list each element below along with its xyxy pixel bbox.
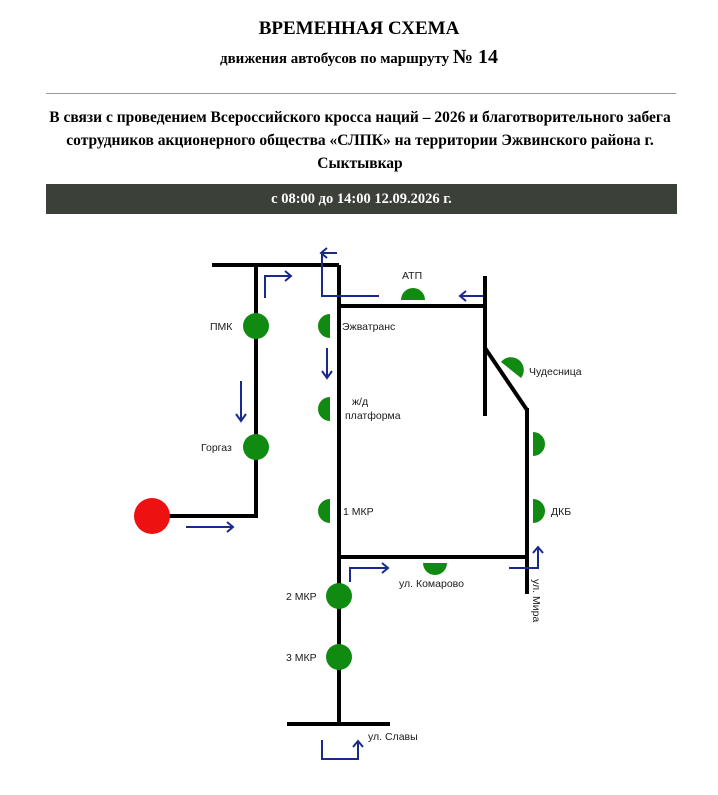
stop-3mkr <box>326 644 352 670</box>
label-dkb: ДКБ <box>551 506 571 518</box>
label-3mkr: 3 МКР <box>286 652 317 664</box>
notice-text: В связи с проведением Всероссийского кро… <box>49 109 671 172</box>
label-ezhvatrans: Эжватранс <box>342 321 395 333</box>
stop-zhd <box>318 397 330 421</box>
roads <box>168 263 529 726</box>
divider <box>46 93 676 94</box>
subtitle-text: движения автобусов по маршруту <box>219 51 453 67</box>
page-subtitle: движения автобусов по маршруту № 14 <box>0 46 718 69</box>
stop-1mkr <box>318 499 330 523</box>
label-1mkr: 1 МКР <box>343 506 374 518</box>
arrow-top-bend-head <box>319 247 328 259</box>
arrow-left-top <box>264 275 290 298</box>
stop-atp <box>401 288 425 300</box>
label-2mkr: 2 МКР <box>286 591 317 603</box>
time-bar: с 08:00 до 14:00 12.09.2026 г. <box>46 184 677 214</box>
arrow-left-down-head <box>235 413 247 423</box>
arrow-slavy-head <box>352 739 364 748</box>
stop-2mkr <box>326 583 352 609</box>
label-komarovo: ул. Комарово <box>399 578 464 590</box>
label-pmk: ПМК <box>210 321 233 333</box>
arrow-slavy <box>321 740 359 760</box>
arrow-terminal-right-head <box>226 521 235 533</box>
stop-chudesnitsa <box>501 357 524 378</box>
route-number: № 14 <box>452 46 498 68</box>
road-diagonal <box>483 346 529 412</box>
arrow-mira-head <box>532 545 544 554</box>
arrow-top-bend <box>321 252 379 297</box>
stop-dkb <box>533 499 545 523</box>
label-zhd-line2: платформа <box>345 410 401 422</box>
label-atp: АТП <box>402 270 422 282</box>
stop-pmk <box>243 313 269 339</box>
label-gorgaz: Горгаз <box>201 442 232 454</box>
arrow-center-down-head <box>321 370 333 380</box>
stop-komarovo <box>423 563 447 575</box>
stop-unnamed-right <box>533 432 545 456</box>
page-title: ВРЕМЕННАЯ СХЕМА <box>258 18 460 39</box>
stop-ezhvatrans <box>318 314 330 338</box>
arrow-left-top-head <box>284 270 293 282</box>
label-chudesnitsa: Чудесница <box>529 366 582 378</box>
arrow-mira <box>509 548 539 569</box>
arrow-atp-left-head <box>458 290 467 302</box>
terminal-stop <box>134 498 170 534</box>
label-mira: ул. Мира <box>530 579 542 622</box>
arrow-komarovo-head <box>381 562 390 574</box>
direction-arrows <box>186 247 544 760</box>
label-slavy: ул. Славы <box>368 731 418 743</box>
stop-gorgaz <box>243 434 269 460</box>
arrow-komarovo <box>349 567 388 582</box>
label-zhd-line1: ж/д <box>352 396 368 408</box>
